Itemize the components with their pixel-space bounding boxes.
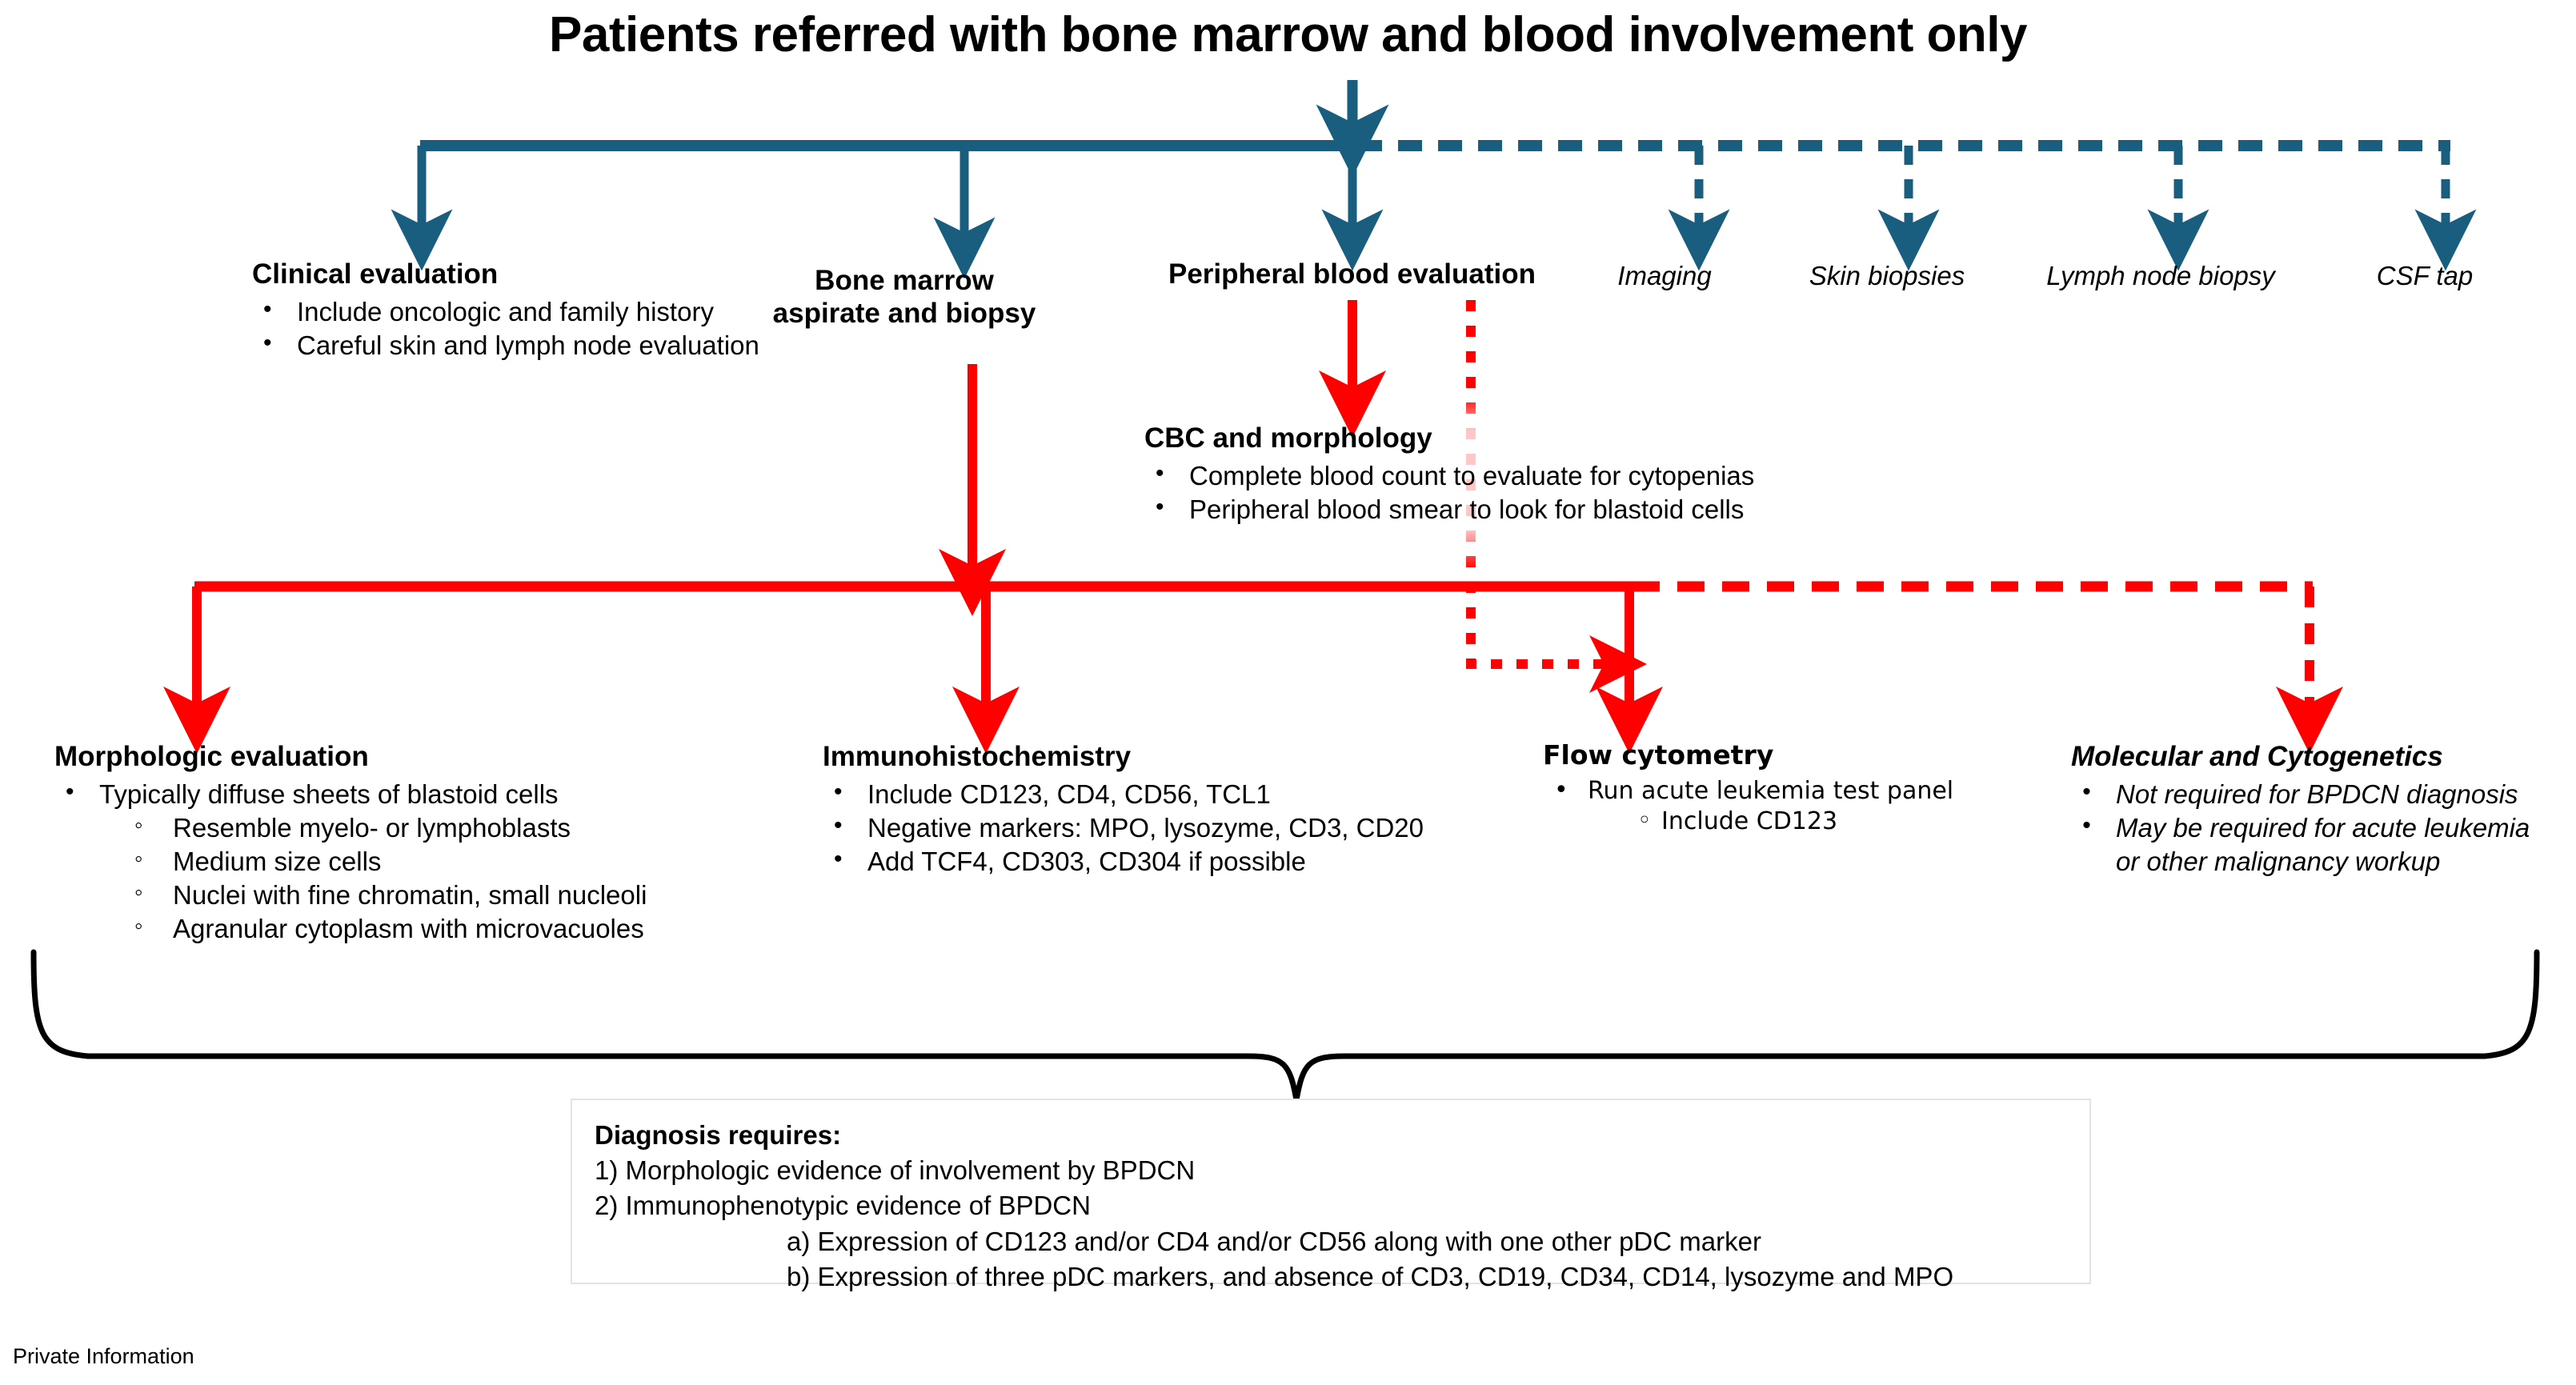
node-skin-biopsies: Skin biopsies <box>1809 261 1965 290</box>
list-item: Negative markers: MPO, lysozyme, CD3, CD… <box>823 811 1424 845</box>
list-item: Include oncologic and family history <box>252 294 759 329</box>
list-item: Include CD123, CD4, CD56, TCL1 <box>823 777 1424 811</box>
node-bone-marrow-heading-line1: Bone marrow <box>815 265 994 296</box>
node-molecular-cytogenetics: Molecular and Cytogenetics Not required … <box>2071 740 2530 879</box>
node-flow-cytometry: Flow cytometry Run acute leukemia test p… <box>1543 739 1953 837</box>
list-item-sub: Include CD123 <box>1543 806 1953 837</box>
list-item: Careful skin and lymph node evaluation <box>252 328 759 362</box>
node-flow-bullets: Run acute leukemia test panel Include CD… <box>1543 775 1953 837</box>
node-ihc-bullets: Include CD123, CD4, CD56, TCL1 Negative … <box>823 777 1424 879</box>
list-item-sub: Agranular cytoplasm with microvacuoles <box>54 911 647 946</box>
diagnosis-requires-box: Diagnosis requires: 1) Morphologic evide… <box>571 1099 2091 1291</box>
node-ihc-heading: Immunohistochemistry <box>823 741 1132 772</box>
node-bone-marrow-heading-line2: aspirate and biopsy <box>772 298 1036 330</box>
node-csf-tap: CSF tap <box>2376 261 2474 290</box>
page-title: Patients referred with bone marrow and b… <box>548 7 2028 62</box>
list-item: Run acute leukemia test panel <box>1543 775 1953 807</box>
node-molecular-bullets: Not required for BPDCN diagnosis May be … <box>2071 777 2530 879</box>
node-bone-marrow: Bone marrow aspirate and biopsy <box>752 264 1056 330</box>
node-clinical-evaluation: Clinical evaluation Include oncologic an… <box>252 258 759 362</box>
diagnosis-line-2: 2) Immunophenotypic evidence of BPDCN <box>595 1191 1091 1221</box>
node-clinical-heading: Clinical evaluation <box>252 258 499 290</box>
list-item-continuation: or other malignancy workup <box>2116 847 2441 877</box>
node-molecular-heading: Molecular and Cytogenetics <box>2071 741 2443 772</box>
list-item: Peripheral blood smear to look for blast… <box>1144 492 1754 526</box>
node-immunohistochemistry: Immunohistochemistry Include CD123, CD4,… <box>823 740 1424 879</box>
node-cbc-bullets: Complete blood count to evaluate for cyt… <box>1144 458 1754 526</box>
node-lymph-node-biopsy: Lymph node biopsy <box>2046 261 2275 290</box>
diagnosis-sub-b: b) Expression of three pDC markers, and … <box>787 1261 1954 1291</box>
list-item-sub: Resemble myelo- or lymphoblasts <box>54 811 647 845</box>
node-cbc-heading: CBC and morphology <box>1144 422 1432 454</box>
node-morphologic-heading: Morphologic evaluation <box>54 741 369 772</box>
footer-note: Private Information <box>13 1344 194 1368</box>
diagnosis-content: Diagnosis requires: 1) Morphologic evide… <box>595 1118 1953 1295</box>
node-clinical-bullets: Include oncologic and family history Car… <box>252 294 759 362</box>
list-item: Not required for BPDCN diagnosis <box>2071 777 2530 811</box>
list-item: May be required for acute leukemia <box>2071 811 2530 845</box>
diagnosis-sub-a: a) Expression of CD123 and/or CD4 and/or… <box>787 1226 1761 1256</box>
list-item: Typically diffuse sheets of blastoid cel… <box>54 777 647 811</box>
diagnosis-title: Diagnosis requires: <box>595 1120 842 1150</box>
list-item-sub: Medium size cells <box>54 844 647 879</box>
curly-brace <box>30 949 2540 1101</box>
node-imaging: Imaging <box>1617 261 1712 290</box>
node-peripheral-blood: Peripheral blood evaluation <box>1168 258 1536 290</box>
node-flow-heading: Flow cytometry <box>1543 739 1774 771</box>
node-morphologic-evaluation: Morphologic evaluation Typically diffuse… <box>54 740 647 946</box>
list-item: Complete blood count to evaluate for cyt… <box>1144 458 1754 493</box>
node-peripheral-blood-heading: Peripheral blood evaluation <box>1168 258 1536 290</box>
list-item: Add TCF4, CD303, CD304 if possible <box>823 844 1424 879</box>
node-morphologic-bullets: Typically diffuse sheets of blastoid cel… <box>54 777 647 946</box>
list-item-sub: Nuclei with fine chromatin, small nucleo… <box>54 878 647 912</box>
diagnosis-line-1: 1) Morphologic evidence of involvement b… <box>595 1155 1196 1186</box>
node-cbc-morphology: CBC and morphology Complete blood count … <box>1144 422 1754 526</box>
